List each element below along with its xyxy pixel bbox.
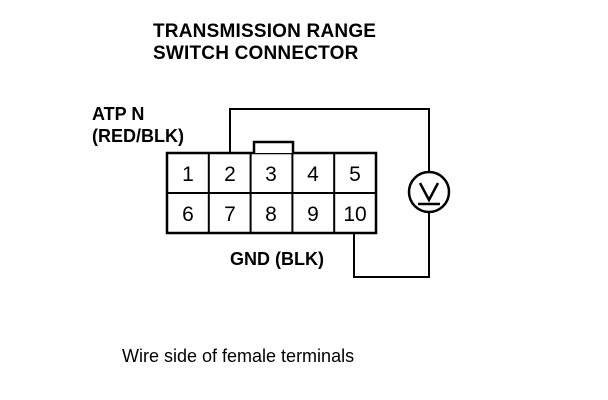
pin-7: 7 — [224, 203, 236, 226]
pin-2: 2 — [224, 163, 236, 186]
pin-5: 5 — [349, 163, 361, 186]
atp-n-wire — [229, 108, 430, 172]
pin-4: 4 — [307, 163, 319, 186]
pin-8: 8 — [265, 203, 277, 226]
connector-housing — [165, 140, 378, 235]
atp-n-wire-color-label: (RED/BLK) — [92, 126, 184, 146]
pin-10: 10 — [343, 203, 366, 226]
pin-6: 6 — [182, 203, 194, 226]
title-line-2: SWITCH CONNECTOR — [153, 43, 359, 64]
ground-wire — [353, 212, 430, 278]
pin-3: 3 — [265, 163, 277, 186]
pin-9: 9 — [307, 203, 319, 226]
title-line-1: TRANSMISSION RANGE — [153, 21, 377, 42]
connector-lock-tab — [252, 140, 295, 153]
atp-n-label: ATP N — [92, 104, 145, 124]
pin-1: 1 — [182, 163, 194, 186]
gnd-label: GND (BLK) — [230, 249, 324, 269]
diagram-caption: Wire side of female terminals — [122, 346, 355, 366]
voltmeter-icon — [407, 170, 451, 214]
